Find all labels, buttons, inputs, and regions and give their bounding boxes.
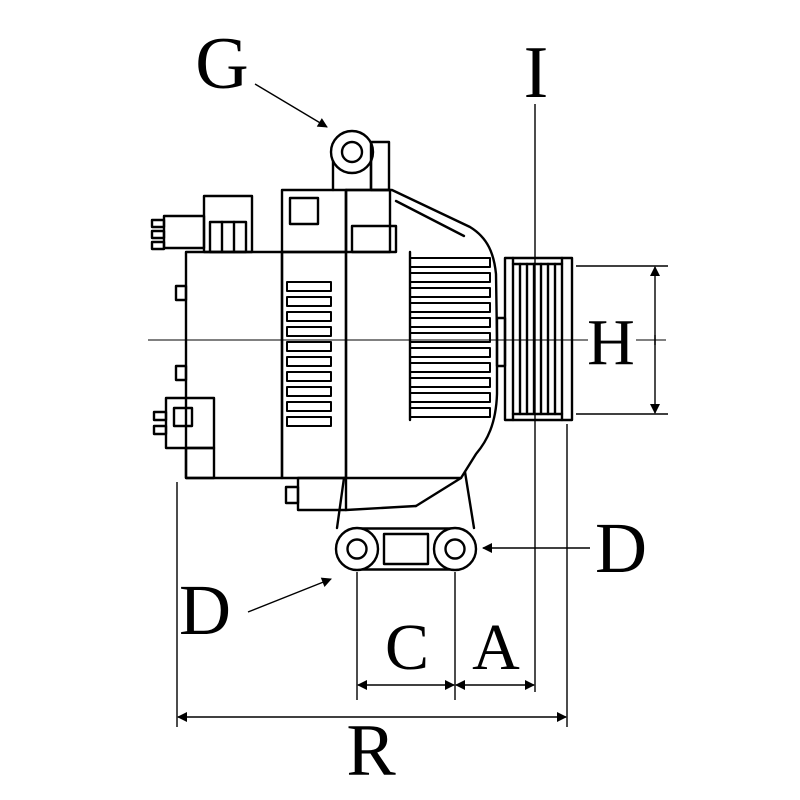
dimension-lines (176, 83, 668, 727)
alternator-body (150, 129, 574, 572)
rear-housing (174, 194, 284, 480)
dim-label-c: C (385, 611, 429, 684)
dim-label-d-left: D (179, 570, 231, 650)
mounting-lugs-bottom (334, 526, 478, 572)
dim-label-g: G (195, 23, 248, 105)
fins-left (286, 281, 332, 427)
dim-label-a: A (472, 611, 520, 684)
dim-label-h: H (587, 306, 635, 379)
leader-g (254, 83, 328, 128)
connector-top (150, 214, 206, 251)
mid-housing (280, 188, 348, 480)
dim-label-i: I (524, 32, 549, 114)
fins-right (409, 257, 491, 418)
leader-d-left (247, 577, 332, 613)
connector-bottom (152, 396, 216, 450)
bottom-bracket (284, 470, 476, 530)
pulley (495, 256, 574, 422)
dim-label-r: R (346, 710, 396, 792)
dimension-labels: G I H D D C A R (179, 23, 647, 792)
dim-label-d-right: D (595, 508, 647, 588)
mounting-lug-top (329, 129, 398, 254)
